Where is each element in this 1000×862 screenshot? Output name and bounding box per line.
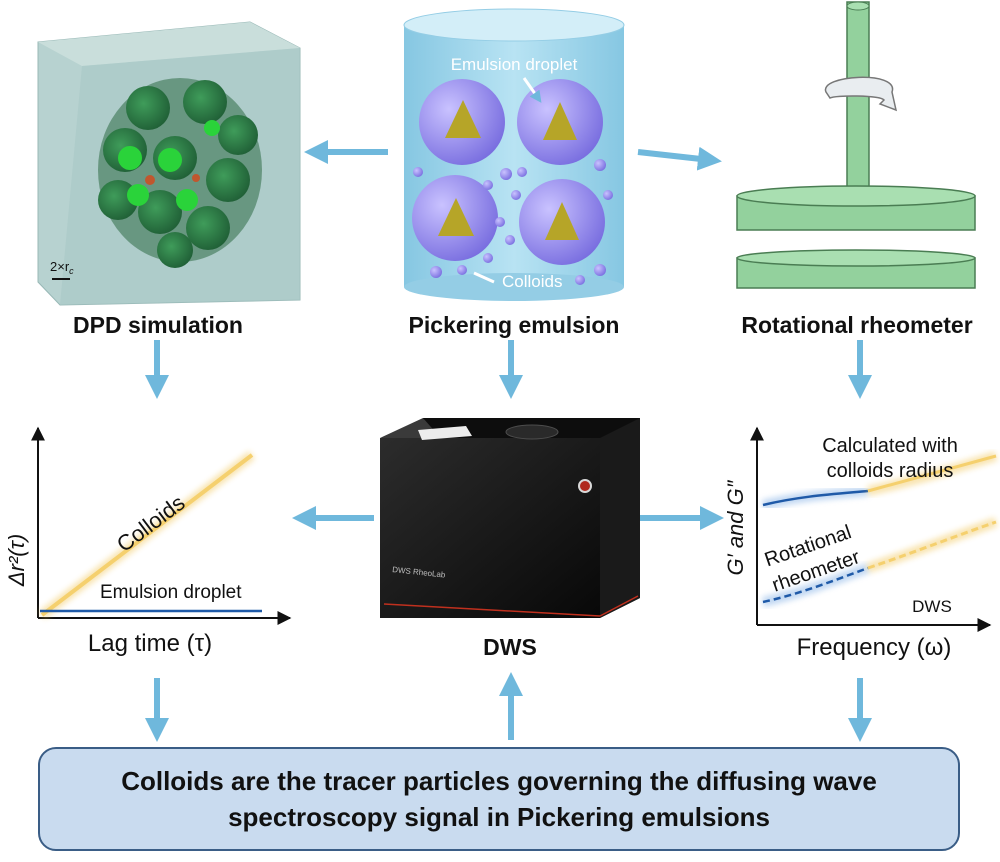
rotation-arrow-icon xyxy=(825,76,898,112)
label-colloids: Colloids xyxy=(502,272,562,291)
conclusion-line-2: spectroscopy signal in Pickering emulsio… xyxy=(228,802,770,832)
pickering-emulsion-vial: Emulsion droplet Colloids xyxy=(403,8,625,301)
label-calc-2: colloids radius xyxy=(827,460,954,482)
pointer-droplet xyxy=(522,77,542,103)
label-series-colloids: Colloids xyxy=(112,490,190,557)
msd-plot: Colloids Emulsion droplet Δr²(τ) Lag tim… xyxy=(4,426,292,657)
emulsion-droplet-1 xyxy=(419,79,505,165)
rotational-rheometer xyxy=(736,1,976,289)
msd-x-label: Lag time (τ) xyxy=(88,630,212,657)
conclusion-box: Colloids are the tracer particles govern… xyxy=(38,747,960,851)
moduli-plot: Calculated with colloids radius Rotation… xyxy=(723,426,998,661)
msd-y-label: Δr²(τ) xyxy=(4,534,29,587)
moduli-x-label: Frequency (ω) xyxy=(797,634,952,661)
label-series-droplet: Emulsion droplet xyxy=(100,582,242,603)
series-colloids-line xyxy=(40,453,254,617)
dws-power-button xyxy=(578,479,592,493)
emulsion-droplet-2 xyxy=(517,79,603,165)
caption-rotational-rheometer: Rotational rheometer xyxy=(741,312,973,338)
dws-sample-window xyxy=(418,426,472,440)
caption-pickering-emulsion: Pickering emulsion xyxy=(408,312,620,338)
emulsion-droplet-4 xyxy=(519,179,605,265)
calc-g-double-prime-line xyxy=(867,520,997,570)
rheometer-g-prime-line xyxy=(762,489,869,507)
caption-dws: DWS xyxy=(483,634,537,660)
label-emulsion-droplet: Emulsion droplet xyxy=(451,55,578,74)
emulsion-droplet-3 xyxy=(412,175,498,261)
moduli-y-label: G′ and G″ xyxy=(723,479,748,575)
conclusion-line-1: Colloids are the tracer particles govern… xyxy=(121,766,877,796)
dws-instrument: DWS RheoLab xyxy=(380,418,640,618)
free-colloids xyxy=(413,159,613,285)
rheometer-g-double-prime-line xyxy=(762,566,869,604)
dpd-simulation-cube: 2×rc xyxy=(37,21,301,306)
label-calc-1: Calculated with xyxy=(822,435,958,457)
flow-arrows xyxy=(145,140,872,742)
conclusion-text: Colloids are the tracer particles govern… xyxy=(121,763,877,835)
calc-g-prime-line xyxy=(867,454,997,493)
dpd-droplet-cluster xyxy=(98,78,262,268)
scale-bar-label: 2×rc xyxy=(50,259,74,276)
pointer-colloids xyxy=(473,271,495,284)
arrow-emulsion-to-rheometer xyxy=(637,146,722,171)
caption-dpd-simulation: DPD simulation xyxy=(73,312,243,338)
label-dws: DWS xyxy=(912,597,952,616)
